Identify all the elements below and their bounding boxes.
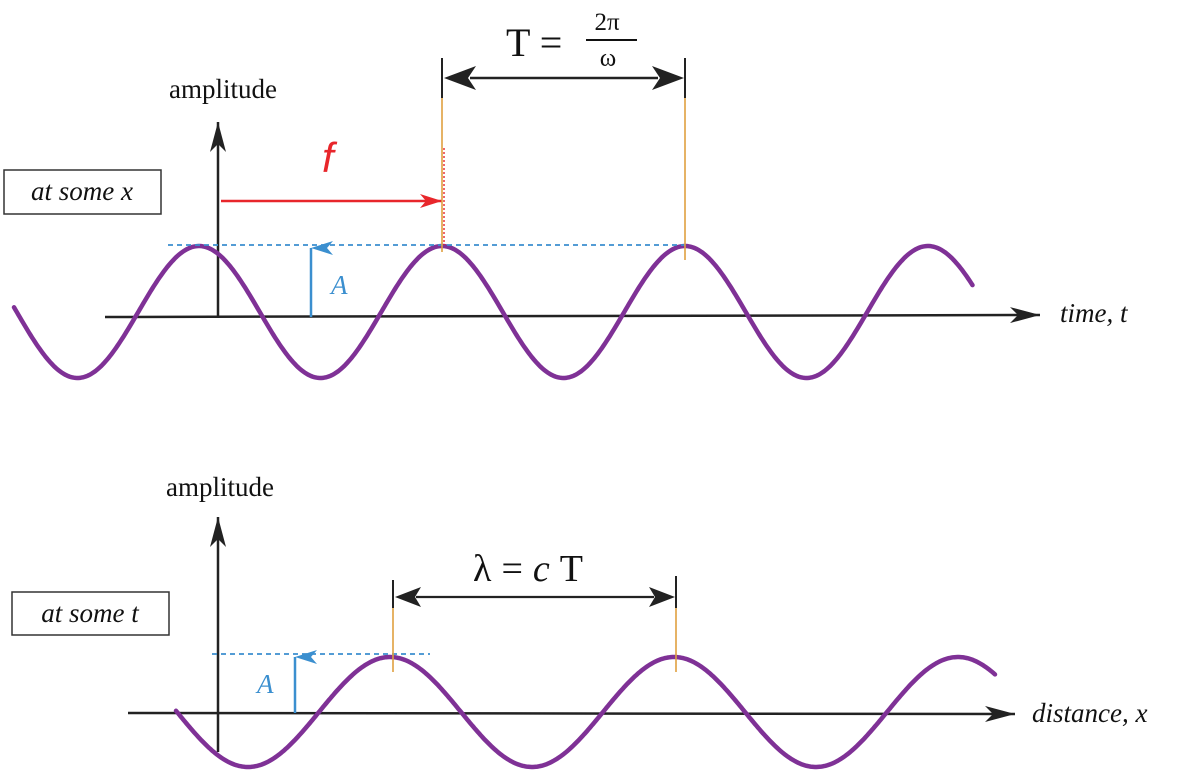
top-period-denominator: ω [600, 45, 616, 72]
top-panel: at some x amplitude time, t A f T = 2π ω [3, 9, 1129, 381]
top-x-axis [104, 307, 1041, 324]
top-frequency-symbol: f [322, 134, 338, 181]
bottom-wavelength-arrowhead-left [395, 587, 421, 607]
bottom-x-axis [127, 705, 1016, 722]
bottom-wavelength-lambda: λ [473, 548, 492, 590]
bottom-context-label: at some t [41, 598, 140, 628]
top-x-axis-label: time, t [1060, 298, 1129, 328]
top-period-numerator: 2π [594, 9, 620, 36]
bottom-amplitude-symbol: A [255, 669, 274, 699]
top-context-label: at some x [31, 176, 133, 206]
top-period-arrowhead-left [444, 66, 476, 90]
top-wave [11, 243, 975, 381]
bottom-wavelength-arrowhead-right [649, 587, 675, 607]
bottom-wavelength-c: c [533, 548, 550, 590]
top-context-box [3, 169, 162, 215]
bottom-wave [173, 654, 998, 770]
bottom-context-box [11, 591, 170, 636]
top-y-axis-label: amplitude [169, 74, 277, 104]
bottom-wavelength-equals: = [501, 548, 522, 590]
bottom-y-axis-label: amplitude [166, 472, 274, 502]
top-period-arrowhead-right [652, 66, 684, 90]
top-period-lhs: T = [506, 20, 562, 65]
top-amplitude-symbol: A [329, 270, 348, 300]
bottom-wavelength-T: T [560, 548, 583, 590]
bottom-x-axis-label: distance, x [1032, 698, 1147, 728]
